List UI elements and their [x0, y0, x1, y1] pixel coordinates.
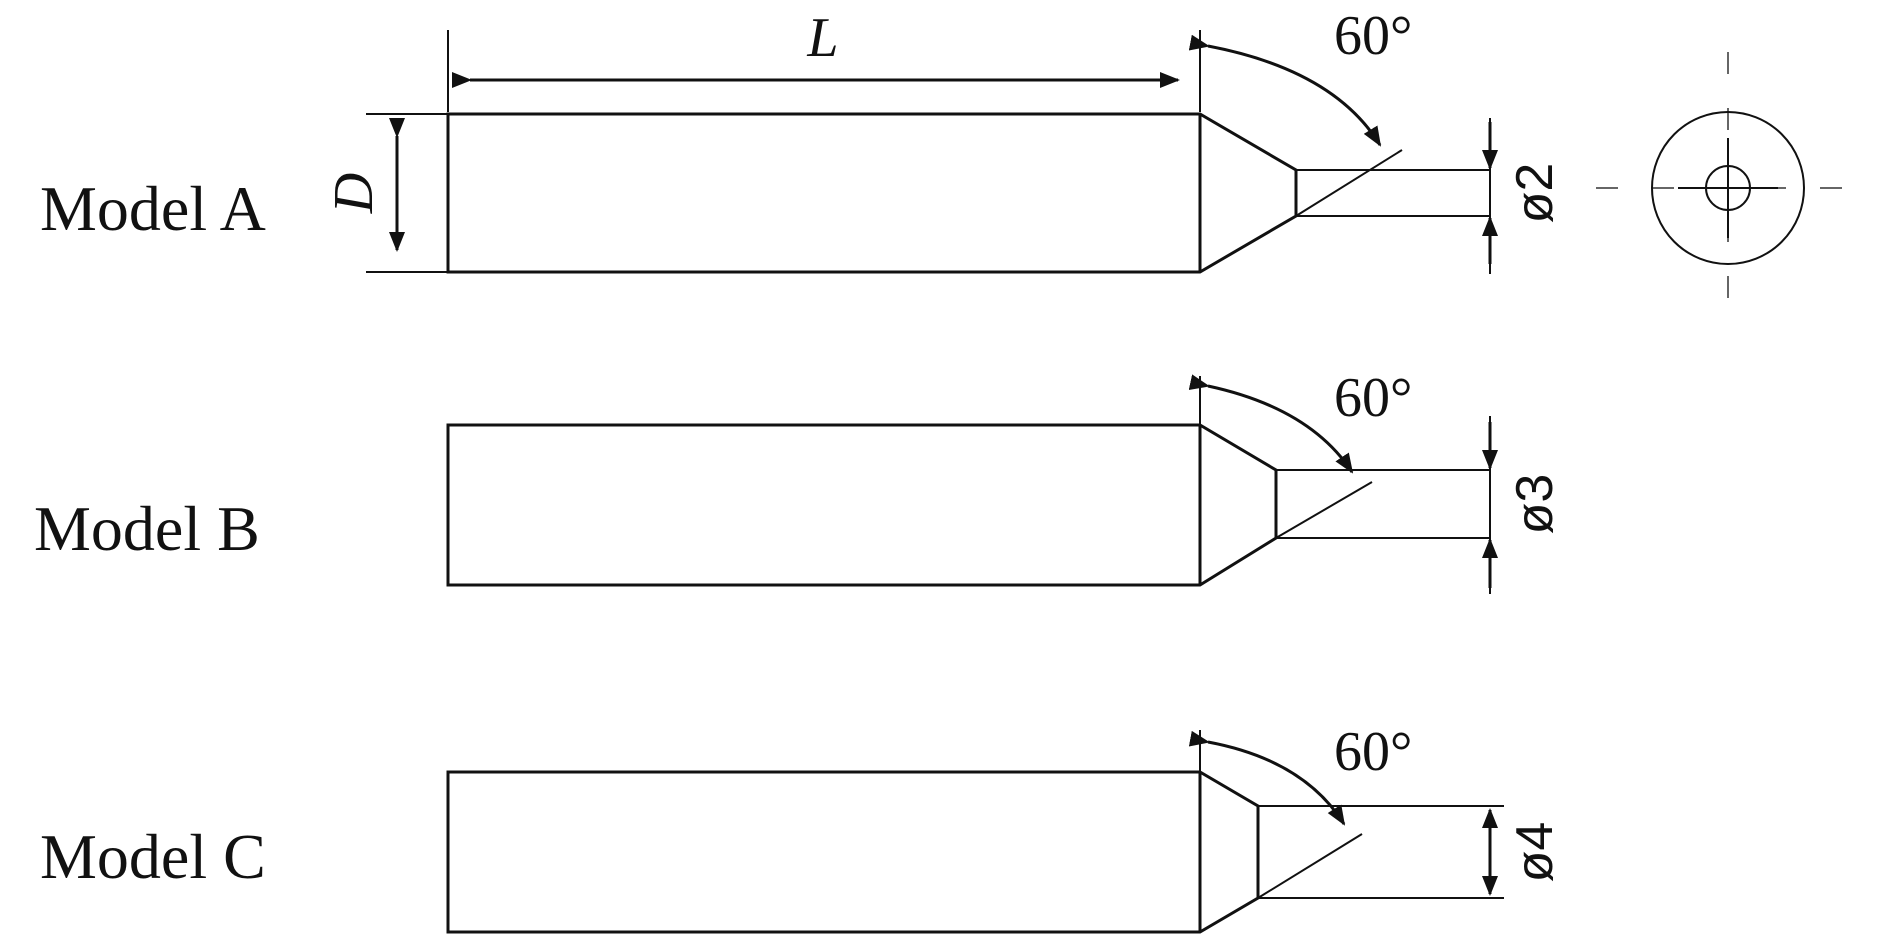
model-a-label: Model A [40, 173, 266, 244]
model-a: Model A 60° ø2 [40, 5, 1564, 274]
model-c-label: Model C [40, 821, 266, 892]
model-c-angle-arc [1188, 730, 1346, 826]
model-b-angle-ref-line [1275, 481, 1373, 539]
diameter-dimension: D [323, 113, 448, 273]
model-a-body [446, 112, 1298, 274]
length-label: L [806, 7, 838, 69]
model-a-angle-label: 60° [1334, 5, 1412, 67]
diameter-label: D [323, 173, 385, 214]
end-view-outer-circle [1651, 111, 1805, 265]
model-c-tip-diameter-label: ø4 [1506, 822, 1564, 883]
model-a-tip-diameter-label: ø2 [1506, 163, 1564, 224]
model-a-angle-arc [1188, 34, 1382, 147]
model-c: Model C 60° ø4 [40, 721, 1564, 934]
model-b-tip-diameter-label: ø3 [1506, 474, 1564, 535]
model-c-body [446, 770, 1260, 934]
model-b-angle-arc [1188, 374, 1354, 474]
model-b-body [446, 423, 1278, 587]
model-c-angle-label: 60° [1334, 721, 1412, 783]
end-view [1596, 52, 1860, 330]
model-b-angle-label: 60° [1334, 367, 1412, 429]
model-a-angle-ref-line [1295, 149, 1403, 217]
model-b: Model B 60° ø3 [34, 367, 1564, 594]
model-c-angle-ref-line [1257, 833, 1363, 899]
model-b-label: Model B [34, 493, 260, 564]
length-dimension: L [447, 7, 1201, 112]
